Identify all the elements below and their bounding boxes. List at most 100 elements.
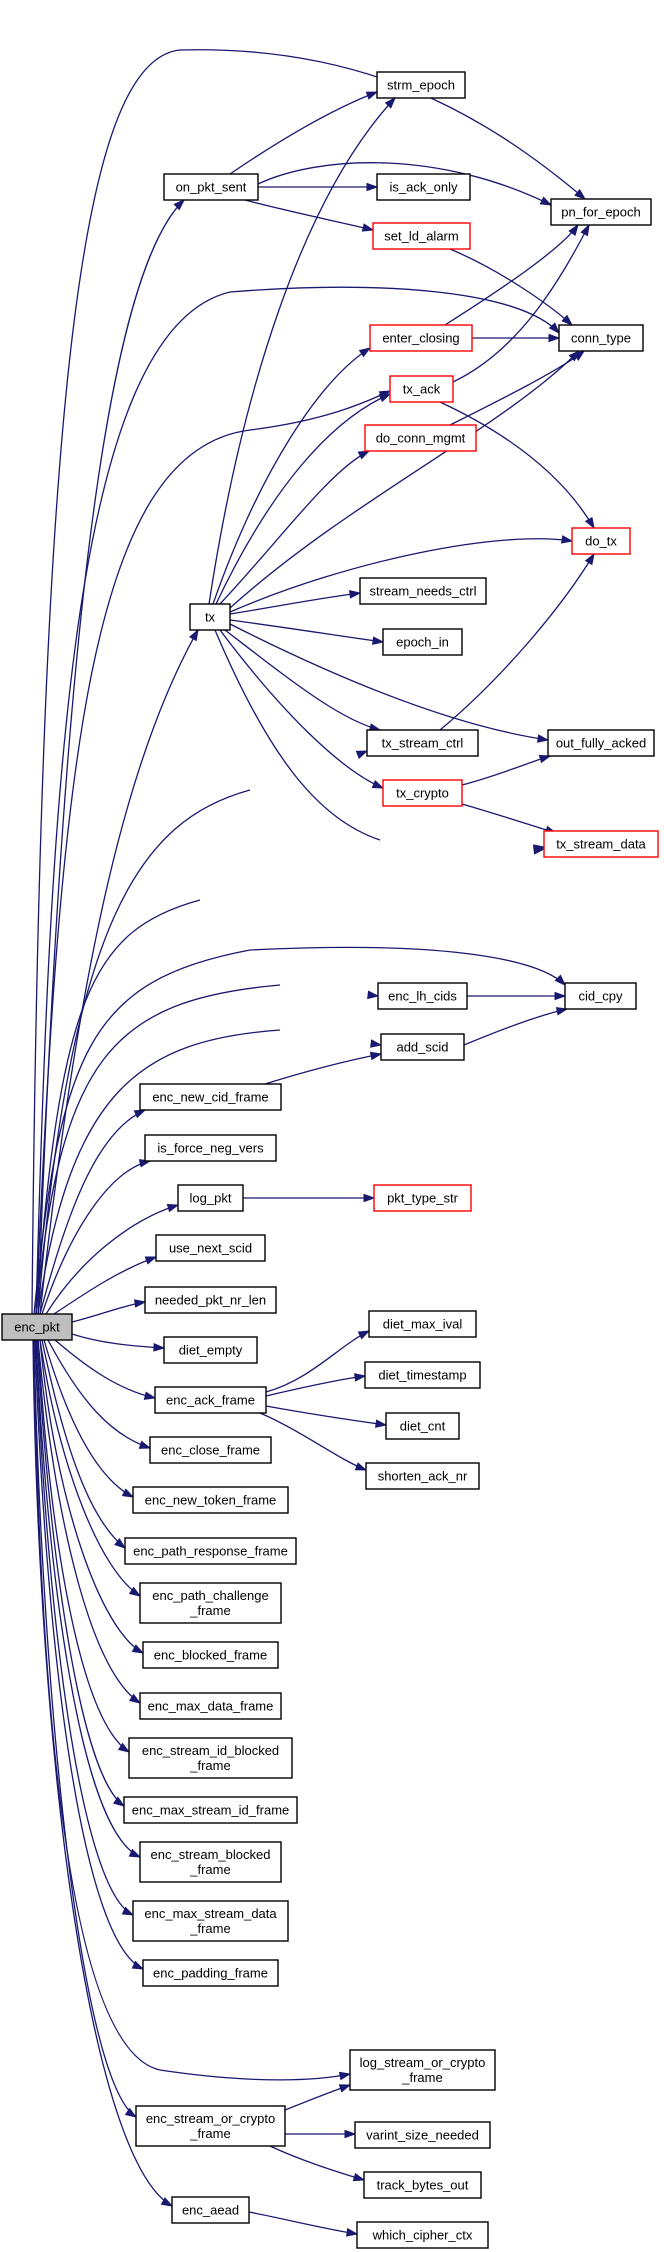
node-box[interactable] bbox=[571, 527, 631, 555]
node-box[interactable] bbox=[155, 1234, 266, 1262]
node-epoch-in[interactable]: epoch_in bbox=[382, 628, 463, 656]
node-cid-cpy[interactable]: cid_cpy bbox=[564, 982, 637, 1010]
node-log-stream-or-crypto-frame[interactable]: log_stream_or_crypto_frame bbox=[349, 2049, 496, 2091]
node-on-pkt-sent[interactable]: on_pkt_sent bbox=[163, 173, 259, 201]
node-do-conn-mgmt[interactable]: do_conn_mgmt bbox=[364, 424, 477, 452]
node-box[interactable] bbox=[382, 628, 463, 656]
node-enc-max-stream-data-frame[interactable]: enc_max_stream_data_frame bbox=[132, 1900, 289, 1942]
node-stream-needs-ctrl[interactable]: stream_needs_ctrl bbox=[359, 577, 487, 605]
node-enc-max-stream-id-frame[interactable]: enc_max_stream_id_frame bbox=[123, 1796, 298, 1824]
node-enc-ack-frame[interactable]: enc_ack_frame bbox=[154, 1386, 267, 1414]
node-box[interactable] bbox=[354, 2121, 491, 2149]
node-box[interactable] bbox=[128, 1737, 293, 1779]
node-box[interactable] bbox=[171, 2196, 250, 2224]
node-box[interactable] bbox=[373, 1184, 472, 1212]
node-enc-new-cid-frame[interactable]: enc_new_cid_frame bbox=[139, 1083, 282, 1111]
node-enc-path-response-frame[interactable]: enc_path_response_frame bbox=[124, 1537, 297, 1565]
node-enc-stream-id-blocked-frame[interactable]: enc_stream_id_blocked_frame bbox=[128, 1737, 293, 1779]
node-diet-timestamp[interactable]: diet_timestamp bbox=[364, 1361, 481, 1389]
node-box[interactable] bbox=[349, 2049, 496, 2091]
node-box[interactable] bbox=[364, 1361, 481, 1389]
node-box[interactable] bbox=[365, 1462, 480, 1490]
node-add-scid[interactable]: add_scid bbox=[380, 1033, 465, 1061]
node-box[interactable] bbox=[356, 2221, 489, 2249]
node-box[interactable] bbox=[177, 1184, 244, 1212]
node-box[interactable] bbox=[154, 1386, 267, 1414]
node-box[interactable] bbox=[547, 729, 655, 757]
node-enc-pkt[interactable]: enc_pkt bbox=[1, 1313, 73, 1341]
node-box[interactable] bbox=[142, 1641, 279, 1669]
node-box[interactable] bbox=[163, 173, 259, 201]
node-box[interactable] bbox=[135, 2105, 286, 2147]
node-enc-path-challenge-frame[interactable]: enc_path_challenge_frame bbox=[139, 1582, 282, 1624]
node-box[interactable] bbox=[376, 173, 471, 201]
node-box[interactable] bbox=[363, 2171, 482, 2199]
node-box[interactable] bbox=[389, 375, 454, 403]
node-diet-empty[interactable]: diet_empty bbox=[163, 1336, 258, 1364]
node-box[interactable] bbox=[364, 424, 477, 452]
node-box[interactable] bbox=[372, 222, 471, 250]
node-diet-cnt[interactable]: diet_cnt bbox=[385, 1412, 460, 1440]
node-box[interactable] bbox=[139, 1582, 282, 1624]
node-conn-type[interactable]: conn_type bbox=[558, 324, 644, 352]
node-needed-pkt-nr-len[interactable]: needed_pkt_nr_len bbox=[144, 1286, 277, 1314]
node-tx-stream-ctrl[interactable]: tx_stream_ctrl bbox=[366, 729, 479, 757]
node-box[interactable] bbox=[564, 982, 637, 1010]
node-box[interactable] bbox=[558, 324, 644, 352]
node-box[interactable] bbox=[123, 1796, 298, 1824]
node-box[interactable] bbox=[359, 577, 487, 605]
node-out-fully-acked[interactable]: out_fully_acked bbox=[547, 729, 655, 757]
node-tx-ack[interactable]: tx_ack bbox=[389, 375, 454, 403]
node-enc-blocked-frame[interactable]: enc_blocked_frame bbox=[142, 1641, 279, 1669]
node-box[interactable] bbox=[366, 729, 479, 757]
node-is-ack-only[interactable]: is_ack_only bbox=[376, 173, 471, 201]
node-enc-close-frame[interactable]: enc_close_frame bbox=[149, 1436, 272, 1464]
node-box[interactable] bbox=[380, 1033, 465, 1061]
node-box[interactable] bbox=[189, 603, 231, 631]
node-strm-epoch[interactable]: strm_epoch bbox=[376, 71, 466, 99]
node-box[interactable] bbox=[132, 1486, 289, 1514]
node-is-force-neg-vers[interactable]: is_force_neg_vers bbox=[144, 1134, 277, 1162]
node-tx-stream-data[interactable]: tx_stream_data bbox=[543, 830, 659, 858]
node-enter-closing[interactable]: enter_closing bbox=[369, 324, 473, 352]
node-box[interactable] bbox=[163, 1336, 258, 1364]
node-enc-max-data-frame[interactable]: enc_max_data_frame bbox=[139, 1692, 282, 1720]
node-enc-stream-or-crypto-frame[interactable]: enc_stream_or_crypto_frame bbox=[135, 2105, 286, 2147]
node-box[interactable] bbox=[132, 1900, 289, 1942]
node-enc-aead[interactable]: enc_aead bbox=[171, 2196, 250, 2224]
node-box[interactable] bbox=[382, 779, 463, 807]
node-tx[interactable]: tx bbox=[189, 603, 231, 631]
node-box[interactable] bbox=[543, 830, 659, 858]
node-box[interactable] bbox=[139, 1841, 282, 1883]
node-which-cipher-ctx[interactable]: which_cipher_ctx bbox=[356, 2221, 489, 2249]
node-box[interactable] bbox=[368, 1310, 477, 1338]
node-pkt-type-str[interactable]: pkt_type_str bbox=[373, 1184, 472, 1212]
node-box[interactable] bbox=[1, 1313, 73, 1341]
node-box[interactable] bbox=[550, 198, 652, 226]
node-use-next-scid[interactable]: use_next_scid bbox=[155, 1234, 266, 1262]
node-pn-for-epoch[interactable]: pn_for_epoch bbox=[550, 198, 652, 226]
node-box[interactable] bbox=[139, 1692, 282, 1720]
node-box[interactable] bbox=[124, 1537, 297, 1565]
node-diet-max-ival[interactable]: diet_max_ival bbox=[368, 1310, 477, 1338]
node-enc-lh-cids[interactable]: enc_lh_cids bbox=[377, 982, 468, 1010]
node-do-tx[interactable]: do_tx bbox=[571, 527, 631, 555]
node-box[interactable] bbox=[149, 1436, 272, 1464]
node-box[interactable] bbox=[369, 324, 473, 352]
node-track-bytes-out[interactable]: track_bytes_out bbox=[363, 2171, 482, 2199]
node-tx-crypto[interactable]: tx_crypto bbox=[382, 779, 463, 807]
node-box[interactable] bbox=[139, 1083, 282, 1111]
node-varint-size-needed[interactable]: varint_size_needed bbox=[354, 2121, 491, 2149]
node-box[interactable] bbox=[142, 1959, 279, 1987]
node-enc-new-token-frame[interactable]: enc_new_token_frame bbox=[132, 1486, 289, 1514]
node-enc-stream-blocked-frame[interactable]: enc_stream_blocked_frame bbox=[139, 1841, 282, 1883]
node-shorten-ack-nr[interactable]: shorten_ack_nr bbox=[365, 1462, 480, 1490]
node-log-pkt[interactable]: log_pkt bbox=[177, 1184, 244, 1212]
node-box[interactable] bbox=[385, 1412, 460, 1440]
node-box[interactable] bbox=[377, 982, 468, 1010]
node-box[interactable] bbox=[144, 1134, 277, 1162]
node-enc-padding-frame[interactable]: enc_padding_frame bbox=[142, 1959, 279, 1987]
node-box[interactable] bbox=[144, 1286, 277, 1314]
node-box[interactable] bbox=[376, 71, 466, 99]
node-set-ld-alarm[interactable]: set_ld_alarm bbox=[372, 222, 471, 250]
